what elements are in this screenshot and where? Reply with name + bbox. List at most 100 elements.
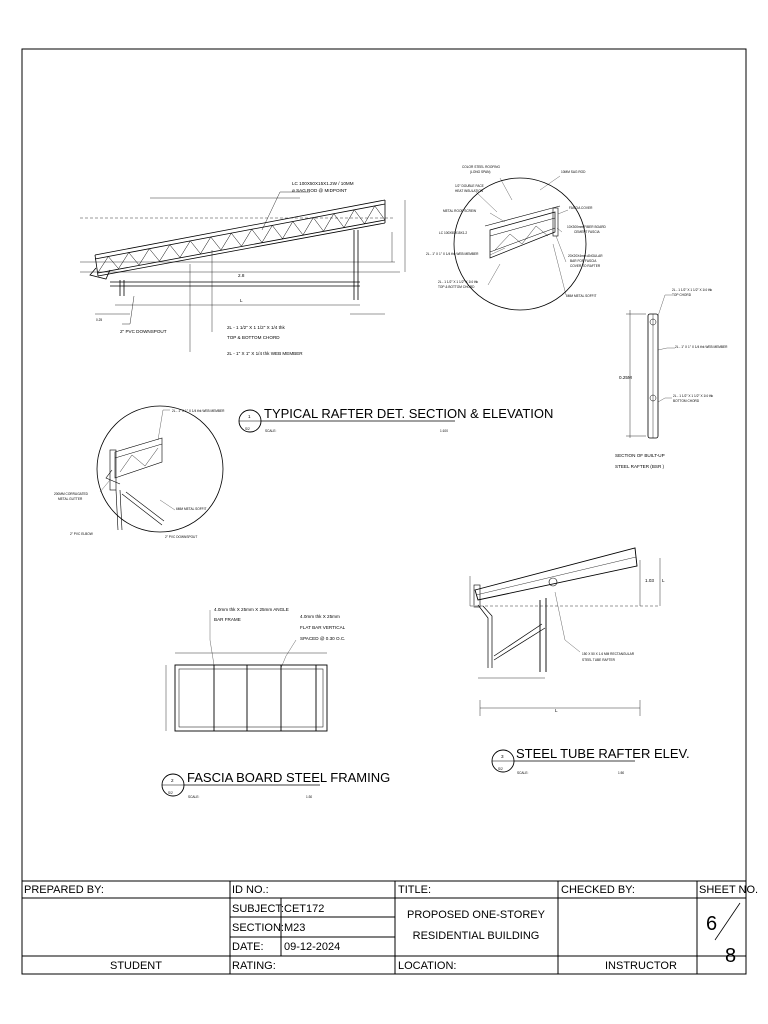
subject-value: CET172 [284, 903, 324, 915]
bsr-notes: 2L - 1 1/2" X 1 1/2" X 1/4 thk TOP CHORD… [615, 288, 728, 469]
rafter-web-members [97, 205, 386, 273]
fascia-notes: 4.0mm thk X 25mm X 25mm ANGLE BAR FRAME … [214, 607, 346, 641]
rafter-note-lc: LC 100X50X15X1.2W / 10MM [292, 181, 354, 186]
tube-note-size: 150 X 50 X 1.6 MM RECTANGULAR [582, 652, 635, 656]
gutter-detail [96, 405, 224, 533]
tube-dim-height: 1.03 [645, 578, 654, 583]
detail-1-heading: TYPICAL RAFTER DET. SECTION & ELEVATION [264, 406, 553, 421]
callout-note-insulation-2: HEAT INSULATION [455, 189, 484, 193]
callout-note-soffit: 6MM METAL SOFFIT [566, 294, 597, 298]
detail-1-scale-label: SCALE: [265, 429, 276, 433]
rafter-dim-span: 2.8 [238, 273, 245, 278]
rating-label: RATING: [232, 960, 276, 972]
location-label: LOCATION: [398, 960, 456, 972]
rafter-note-downspout: 2" PVC DOWNSPOUT [120, 329, 167, 334]
tube-dim-side: L [662, 578, 665, 583]
fascia-note-angle-2: BAR FRAME [214, 617, 241, 622]
date-value: 09-12-2024 [284, 941, 340, 953]
callout-note-lc: LC 100X50X15X1.2 [439, 231, 467, 235]
section-value: M23 [284, 922, 305, 934]
subject-label: SUBJECT: [232, 903, 284, 915]
rafter-note-chord-2: TOP & BOTTOM CHORD [227, 335, 280, 340]
gutter-note-gutter: 200MM CORRUGATED [54, 492, 89, 496]
callout-note-fiber: 10X300mm FIBER BOARD [567, 225, 606, 229]
callout-note-chord-2: TOP & BOTTOM CHORD [438, 285, 475, 289]
project-title-line-1: PROPOSED ONE-STOREY [407, 909, 546, 921]
gutter-note-web: 2L - 1" X 1" X 1/4 thk WEB MEMBER [172, 409, 225, 413]
gutter-note-downspout: 2" PVC DOWNSPOUT [165, 535, 197, 539]
callout-note-bar-3: COVER TO RAFTER [570, 264, 601, 268]
title-block [21, 880, 747, 975]
gutter-note-soffit: 6MM METAL SOFFIT [176, 507, 207, 511]
callout-note-fiber-2: CEMENT FASCIA [574, 230, 600, 234]
detail-2-number: 2 [171, 778, 174, 783]
bsr-note-web: 2L - 1" X 1" X 1/4 thk WEB MEMBER [675, 345, 728, 349]
bsr-note-top: 2L - 1 1/2" X 1 1/2" X 1/4 thk [672, 288, 712, 292]
title-label: TITLE: [398, 884, 431, 896]
detail-1-scale: 1:100 [440, 429, 448, 433]
rafter-note-sag-rod: ø SAG ROD @ MIDPOINT [292, 188, 347, 193]
tube-notes: 150 X 50 X 1.6 MM RECTANGULAR STEEL TUBE… [555, 578, 665, 713]
tube-dim-span: L [555, 708, 558, 713]
callout-note-roofing: COLOR STEEL ROOFING [462, 165, 500, 169]
date-label: DATE: [232, 941, 264, 953]
tube-rafter-elevation [469, 547, 661, 716]
callout-note-fascia: FASCIA COVER [569, 206, 593, 210]
detail-3-heading: STEEL TUBE RAFTER ELEV. [516, 746, 690, 761]
title-block-text: PREPARED BY: STUDENT ID NO.: SUBJECT: CE… [24, 884, 758, 972]
rafter-notes: LC 100X50X15X1.2W / 10MM ø SAG ROD @ MID… [96, 181, 354, 356]
student-label: STUDENT [110, 960, 162, 972]
fascia-note-flat: 4.0mm thk X 25mm [300, 614, 340, 619]
detail-2-heading: FASCIA BOARD STEEL FRAMING [187, 770, 390, 785]
prepared-by-label: PREPARED BY: [24, 884, 104, 896]
callout-note-sag-rod: 10MM SAG ROD [561, 170, 586, 174]
detail-1-sheet-ref: S/2 [245, 427, 250, 431]
gutter-note-gutter-2: METAL GUTTER [58, 497, 83, 501]
fascia-note-flat-2: FLAT BAR VERTICAL [300, 625, 346, 630]
fascia-framing [165, 610, 328, 732]
callout-note-insulation: 1/2" DOUBLE FACE [455, 184, 484, 188]
sheet-number: 6 [706, 913, 717, 935]
eave-callout [453, 175, 587, 311]
rafter-elevation [80, 191, 406, 352]
gutter-notes: 2L - 1" X 1" X 1/4 thk WEB MEMBER 200MM … [54, 409, 225, 539]
bsr-note-top-2: TOP CHORD [672, 293, 692, 297]
rafter-note-web: 2L - 1" X 1" X 1/4 thk WEB MEMBER [227, 351, 303, 356]
detail-1-number: 1 [248, 414, 251, 419]
callout-note-web: 2L - 1" X 1" X 1/4 thk WEB MEMBER [426, 252, 479, 256]
callout-note-chord: 2L - 1 1/2" X 1 1/2" X 1/4 thk [438, 280, 478, 284]
eave-callout-notes: COLOR STEEL ROOFING (LONG SPAN) 1/2" DOU… [426, 165, 606, 298]
rafter-dim-length: L [240, 298, 243, 303]
id-label: ID NO.: [232, 884, 269, 896]
rafter-note-chord: 2L - 1 1/2" X 1 1/2" X 1/4 thk [227, 325, 285, 330]
bsr-title-2: STEEL RAFTER (BSR ) [615, 464, 665, 469]
bsr-dim-height: 0.25M [619, 375, 632, 380]
detail-2-scale: 1:30 [306, 795, 312, 799]
detail-3-sheet-ref: S/2 [498, 767, 503, 771]
detail-3-scale-label: SCALE: [517, 771, 528, 775]
detail-2-sheet-ref: S/2 [168, 791, 173, 795]
project-title-line-2: RESIDENTIAL BUILDING [413, 930, 540, 942]
rafter-dim-side: 0.25 [96, 318, 102, 322]
detail-3-scale: 1:50 [618, 771, 624, 775]
detail-2-scale-label: SCALE: [188, 795, 199, 799]
detail-3-title: 3 S/2 STEEL TUBE RAFTER ELEV. SCALE: 1:5… [491, 746, 690, 775]
tube-note-type: STEEL TUBE RAFTER [582, 658, 616, 662]
detail-2-title: 2 S/2 FASCIA BOARD STEEL FRAMING SCALE: … [161, 770, 390, 799]
bsr-title: SECTION OF BUILT-UP [615, 453, 665, 458]
detail-3-number: 3 [501, 754, 504, 759]
callout-note-bar-2: BAR FOR FASCIA [570, 259, 597, 263]
bsr-note-bottom: 2L - 1 1/2" X 1 1/2" X 1/4 thk [673, 394, 713, 398]
sheet-border [21, 48, 747, 975]
bsr-note-bottom-2: BOTTOM CHORD [673, 399, 700, 403]
callout-note-bar: 20X20X4mm ANGULAR [568, 254, 603, 258]
instructor-label: INSTRUCTOR [605, 960, 677, 972]
gutter-note-elbow: 2" PVC ELBOW [70, 532, 93, 536]
checked-by-label: CHECKED BY: [561, 884, 635, 896]
fascia-note-flat-3: SPACED @ 0.30 O.C. [300, 636, 345, 641]
section-label: SECTION: [232, 922, 284, 934]
callout-note-screw: METAL ROOF SCREW [443, 209, 476, 213]
callout-note-roofing-2: (LONG SPAN) [470, 170, 490, 174]
bsr-section [626, 294, 675, 439]
